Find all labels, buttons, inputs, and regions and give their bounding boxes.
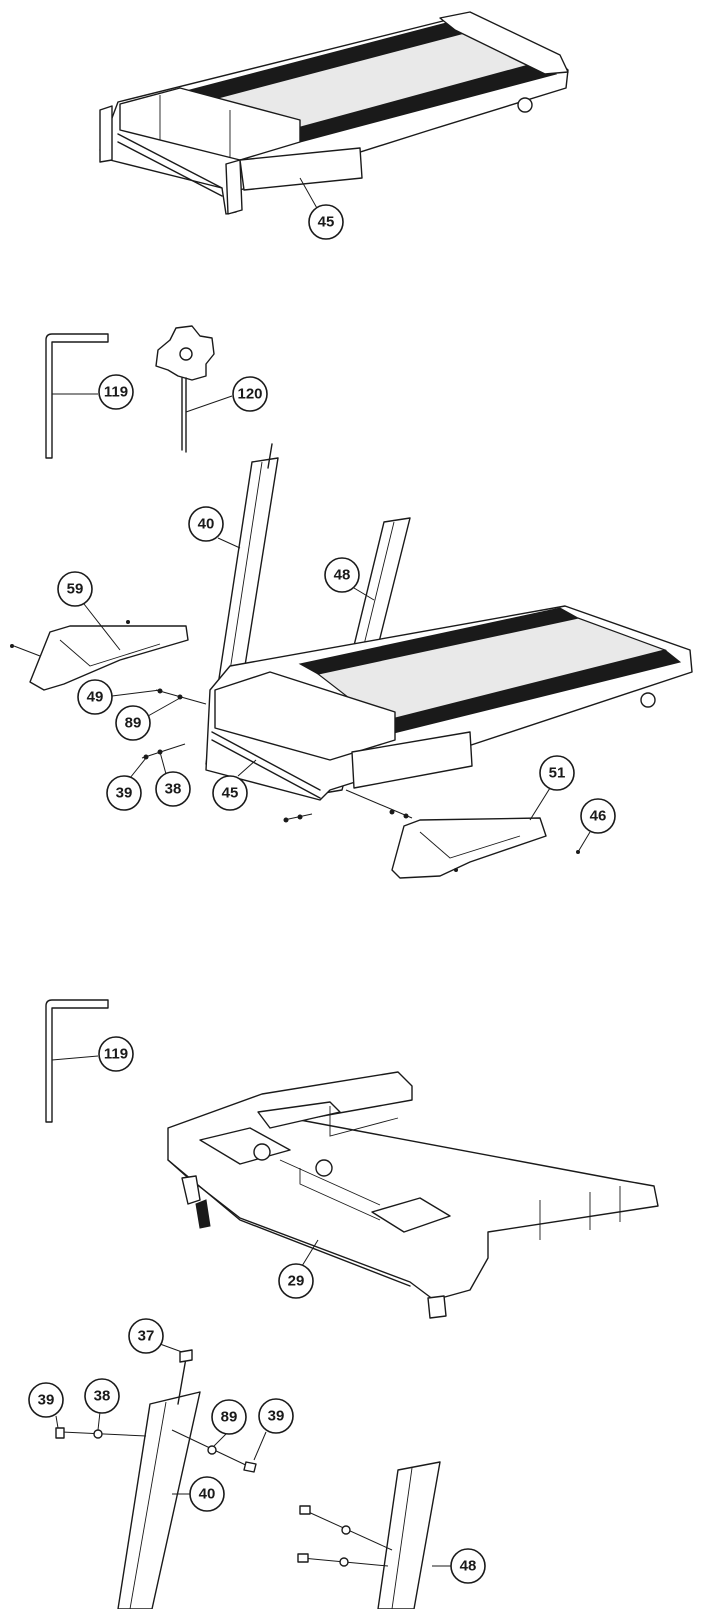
svg-text:38: 38 (165, 781, 182, 798)
svg-text:59: 59 (67, 581, 84, 598)
bolt-chain-48 (297, 1505, 393, 1567)
step3-callout-89: 89 (211, 1399, 247, 1447)
step3-callout-29: 29 (278, 1239, 319, 1299)
svg-text:49: 49 (87, 689, 104, 706)
svg-text:119: 119 (104, 384, 128, 401)
step1-callout-45: 45 (299, 177, 344, 240)
svg-text:39: 39 (268, 1408, 285, 1425)
step2-callout-40: 40 (188, 506, 241, 549)
base-cover-46 (391, 817, 580, 879)
step2-callout-39: 39 (106, 757, 147, 811)
bolt-chain-left (55, 1427, 147, 1439)
step2-callout-49: 49 (77, 679, 161, 715)
step3-callout-39-left: 39 (28, 1382, 64, 1429)
step3-callout-39-right: 39 (253, 1398, 294, 1461)
upright-40-step3 (117, 1349, 201, 1609)
step3-callout-119: 119 (51, 1036, 134, 1072)
console-29 (167, 1071, 659, 1319)
base-cover-59 (10, 620, 189, 691)
svg-text:40: 40 (199, 1486, 216, 1503)
svg-text:45: 45 (222, 785, 239, 802)
svg-text:119: 119 (104, 1046, 128, 1063)
svg-text:51: 51 (549, 765, 566, 782)
bolt-chain-right (171, 1429, 257, 1473)
step2-callout-38: 38 (155, 751, 191, 807)
bolt-set-right (283, 789, 413, 823)
star-wrench-icon (155, 325, 215, 453)
step2-callout-48: 48 (324, 557, 375, 601)
allen-key-icon (45, 333, 109, 459)
svg-text:48: 48 (460, 1558, 477, 1575)
upright-48-step3 (377, 1461, 441, 1609)
svg-text:39: 39 (38, 1392, 55, 1409)
svg-text:45: 45 (318, 214, 335, 231)
svg-text:29: 29 (288, 1273, 305, 1290)
step3-callout-37: 37 (128, 1318, 183, 1354)
step2-callout-45: 45 (212, 759, 257, 811)
step1-treadmill-deck (99, 11, 569, 215)
step2-callout-51: 51 (529, 755, 575, 821)
step2-callout-120: 120 (185, 376, 268, 413)
step3-callout-48: 48 (432, 1548, 486, 1584)
svg-text:120: 120 (237, 386, 262, 403)
step2-treadmill-deck (205, 605, 693, 801)
step2-callout-59: 59 (57, 571, 121, 651)
svg-text:46: 46 (590, 808, 607, 825)
svg-text:48: 48 (334, 567, 351, 584)
svg-text:38: 38 (94, 1388, 111, 1405)
step2-callout-119: 119 (52, 374, 134, 410)
svg-text:89: 89 (221, 1409, 238, 1426)
svg-text:39: 39 (116, 785, 133, 802)
svg-text:40: 40 (198, 516, 215, 533)
allen-key-icon-2 (45, 999, 109, 1123)
step3-callout-40: 40 (172, 1476, 225, 1512)
bolt-set-left (141, 688, 207, 760)
step2-callout-89: 89 (115, 697, 181, 741)
svg-text:89: 89 (125, 715, 142, 732)
step2-callout-46: 46 (577, 798, 616, 853)
step3-callout-38: 38 (84, 1378, 120, 1431)
svg-text:37: 37 (138, 1328, 155, 1345)
